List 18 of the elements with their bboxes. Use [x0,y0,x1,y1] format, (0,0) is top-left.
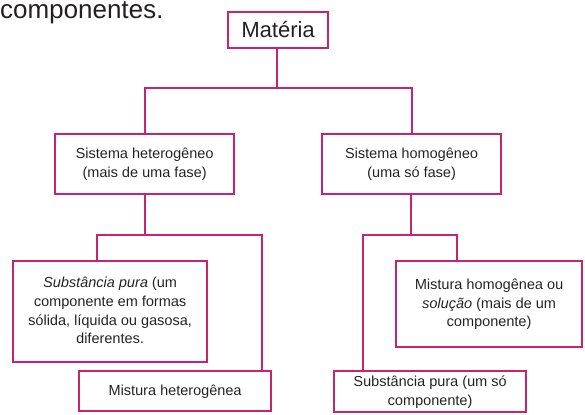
box-text: Substância pura (um só componente) [352,372,508,410]
box-text: Matéria [241,16,315,44]
text-fragment: componentes. [0,0,164,25]
concept-box [227,11,329,49]
concept-box [12,260,208,363]
box-text: Mistura heterogênea [108,382,242,400]
box-text: Sistema heterogêneo (mais de uma fase) [74,145,214,183]
concept-box [395,260,583,348]
connector-line [362,195,412,370]
box-text: Substância pura (um componente em formas sólida, líquida ou gasosa, diferentes. [27,274,193,350]
box-text: Sistema homogêneo (uma só fase) [344,145,479,183]
concept-box [333,370,527,413]
connector-line [276,49,413,133]
concept-box [78,370,272,412]
box-text: Mistura homogênea ou solução (mais de um componente) [414,276,564,332]
connector-line [144,195,263,370]
concept-box [54,133,235,195]
concept-box [321,133,502,195]
